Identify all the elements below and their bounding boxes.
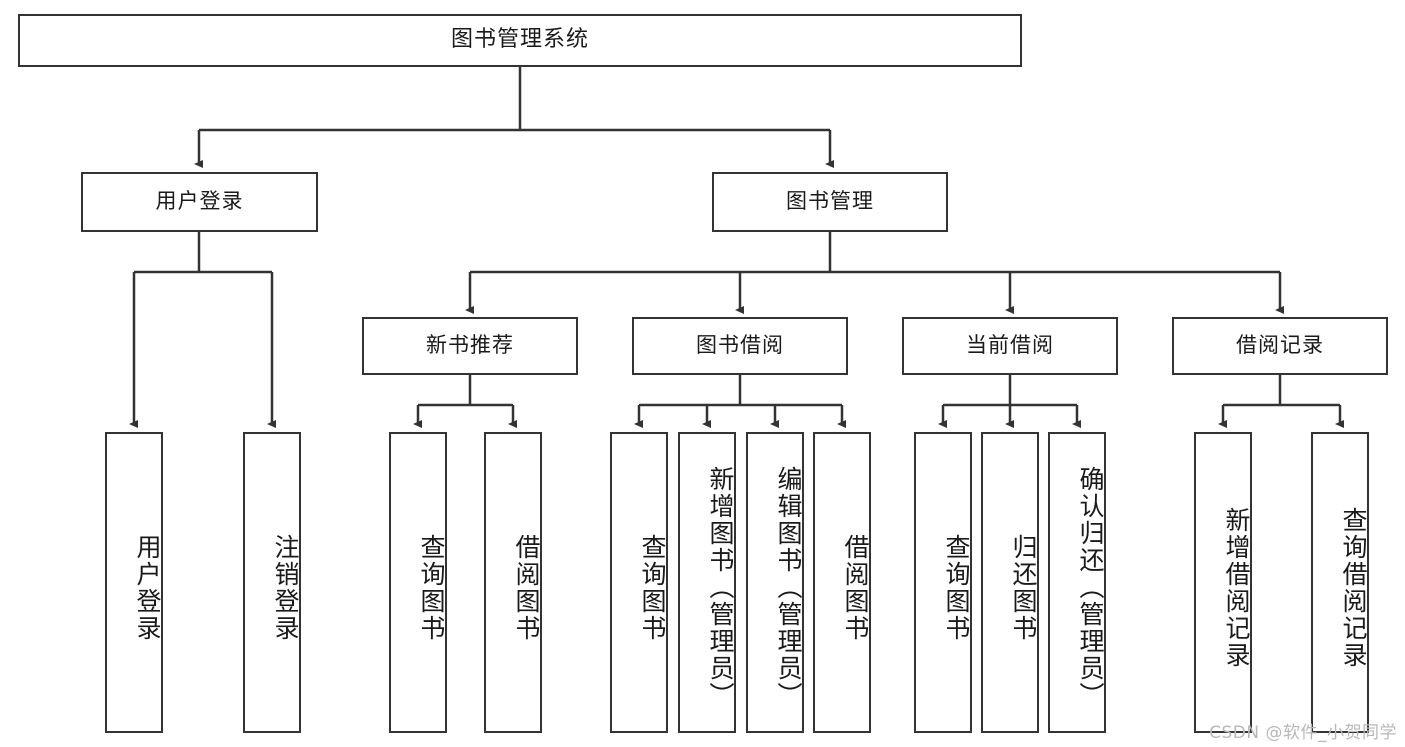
leaf-user-login-logout[interactable]: 注销登录 [243,432,301,733]
node-label: 用户登录 [155,189,244,214]
node-label: 新书推荐 [426,333,514,358]
node-label: 查询图书 [417,533,446,642]
node-label: 图书管理系统 [450,27,589,53]
leaf-current-borrow-query[interactable]: 查询图书 [914,432,972,733]
node-root[interactable]: 图书管理系统 [18,14,1022,67]
node-label: 图书管理 [786,189,874,214]
node-label: 当前借阅 [966,333,1054,358]
leaf-user-login-login[interactable]: 用户登录 [105,432,163,733]
node-label: 借阅图书 [512,533,541,642]
leaf-book-borrow-add[interactable]: 新增图书（管理员） [678,432,736,733]
leaf-current-borrow-return[interactable]: 归还图书 [981,432,1039,733]
node-book-borrow[interactable]: 图书借阅 [632,317,848,375]
node-label: 用户登录 [133,533,162,642]
leaf-borrow-record-query[interactable]: 查询借阅记录 [1311,432,1369,733]
node-new-book-recommend[interactable]: 新书推荐 [362,317,578,375]
node-label: 归还图书 [1009,533,1038,642]
node-label: 注销登录 [271,533,300,642]
node-label: 编辑图书（管理员） [774,466,803,709]
node-user-login[interactable]: 用户登录 [81,172,318,232]
watermark: CSDN @软件_小贺同学 [1209,723,1397,743]
node-current-borrow[interactable]: 当前借阅 [902,317,1118,375]
leaf-book-borrow-query[interactable]: 查询图书 [610,432,668,733]
leaf-new-book-query[interactable]: 查询图书 [389,432,447,733]
node-label: 借阅记录 [1236,333,1324,358]
node-label: 查询图书 [638,533,667,642]
node-label: 新增借阅记录 [1222,506,1251,669]
leaf-new-book-borrow[interactable]: 借阅图书 [484,432,542,733]
node-borrow-records[interactable]: 借阅记录 [1172,317,1388,375]
node-label: 确认归还（管理员） [1076,466,1105,709]
leaf-book-borrow-edit[interactable]: 编辑图书（管理员） [746,432,804,733]
node-label: 新增图书（管理员） [706,466,735,709]
node-label: 借阅图书 [841,533,870,642]
node-label: 查询借阅记录 [1339,506,1368,669]
node-label: 查询图书 [942,533,971,642]
leaf-current-borrow-confirm-return[interactable]: 确认归还（管理员） [1048,432,1106,733]
node-book-management[interactable]: 图书管理 [712,172,948,232]
leaf-book-borrow-borrow[interactable]: 借阅图书 [813,432,871,733]
leaf-borrow-record-add[interactable]: 新增借阅记录 [1194,432,1252,733]
node-label: 图书借阅 [696,333,784,358]
